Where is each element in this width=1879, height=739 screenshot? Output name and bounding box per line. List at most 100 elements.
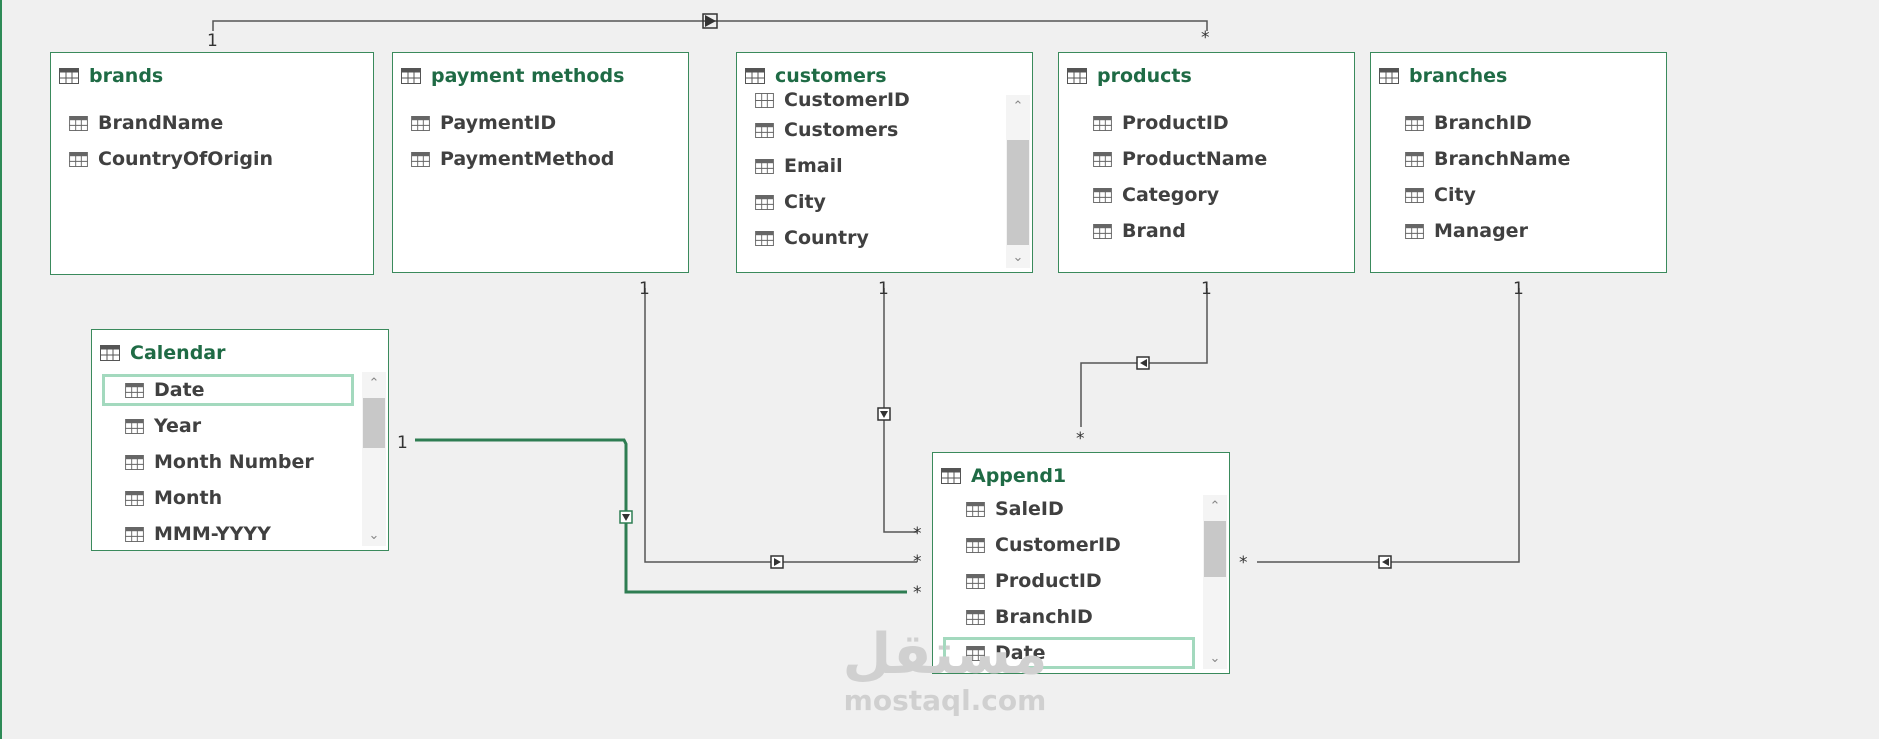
field-year[interactable]: Year bbox=[125, 410, 201, 442]
field-label: City bbox=[1434, 184, 1476, 206]
table-append1-header[interactable]: Append1 bbox=[941, 463, 1066, 489]
table-customers[interactable]: customers CustomerID Customers Email Cit… bbox=[736, 52, 1033, 273]
table-brands-header[interactable]: brands bbox=[59, 63, 163, 89]
table-append1-fields: SaleID CustomerID ProductID BranchID Dat… bbox=[933, 493, 1201, 673]
field-label: MMM-YYYY bbox=[154, 523, 271, 545]
column-icon bbox=[69, 151, 88, 167]
field-saleid[interactable]: SaleID bbox=[966, 493, 1064, 525]
field-label: Brand bbox=[1122, 220, 1186, 242]
field-date-selected[interactable]: Date bbox=[943, 637, 1195, 669]
append1-scrollbar[interactable]: ⌃ ⌄ bbox=[1203, 495, 1227, 669]
field-brand[interactable]: Brand bbox=[1093, 215, 1186, 247]
table-brands-title: brands bbox=[89, 65, 164, 87]
rel-branches-arrow bbox=[1382, 558, 1389, 566]
table-calendar-header[interactable]: Calendar bbox=[100, 340, 225, 366]
table-branches[interactable]: branches BranchID BranchName City Manage… bbox=[1370, 52, 1667, 273]
table-products[interactable]: products ProductID ProductName Category … bbox=[1058, 52, 1355, 273]
column-icon bbox=[1405, 223, 1424, 239]
scroll-thumb[interactable] bbox=[363, 398, 385, 448]
column-icon bbox=[966, 501, 985, 517]
scroll-down-icon[interactable]: ⌄ bbox=[1012, 249, 1024, 265]
field-month-number[interactable]: Month Number bbox=[125, 446, 314, 478]
scroll-up-icon[interactable]: ⌃ bbox=[368, 375, 380, 391]
rel-calendar-append-line[interactable] bbox=[415, 438, 907, 594]
table-customers-header[interactable]: customers bbox=[745, 63, 887, 89]
table-products-header[interactable]: products bbox=[1067, 63, 1192, 89]
rel-products-append-many-label: * bbox=[1076, 429, 1085, 449]
field-paymentmethod[interactable]: PaymentMethod bbox=[411, 143, 614, 175]
table-append1[interactable]: Append1 SaleID CustomerID ProductID Bran… bbox=[932, 452, 1230, 674]
field-label: ProductName bbox=[1122, 148, 1268, 170]
field-label: Year bbox=[154, 415, 202, 437]
column-icon bbox=[125, 454, 144, 470]
field-month[interactable]: Month bbox=[125, 482, 222, 514]
table-branches-header[interactable]: branches bbox=[1379, 63, 1507, 89]
column-icon bbox=[755, 122, 774, 138]
field-date-selected[interactable]: Date bbox=[102, 374, 354, 406]
column-icon bbox=[755, 194, 774, 210]
field-city[interactable]: City bbox=[1405, 179, 1476, 211]
table-customers-fields: CustomerID Customers Email City Country bbox=[737, 89, 1004, 272]
rel-customers-one-label: 1 bbox=[878, 279, 889, 299]
rel-calendar-one-label: 1 bbox=[397, 433, 408, 453]
field-mmm-yyyy[interactable]: MMM-YYYY bbox=[125, 518, 271, 550]
column-icon bbox=[1405, 115, 1424, 131]
table-calendar-title: Calendar bbox=[130, 342, 226, 364]
column-icon bbox=[755, 92, 774, 108]
field-email[interactable]: Email bbox=[755, 150, 843, 182]
scroll-down-icon[interactable]: ⌄ bbox=[368, 527, 380, 543]
scroll-thumb[interactable] bbox=[1007, 140, 1029, 245]
scroll-up-icon[interactable]: ⌃ bbox=[1209, 498, 1221, 514]
field-countryoforigin[interactable]: CountryOfOrigin bbox=[69, 143, 273, 175]
rel-customers-append-line[interactable] bbox=[883, 288, 917, 533]
field-label: SaleID bbox=[995, 498, 1064, 520]
customers-scrollbar[interactable]: ⌃ ⌄ bbox=[1006, 95, 1030, 268]
field-customerid[interactable]: CustomerID bbox=[966, 529, 1121, 561]
scroll-up-icon[interactable]: ⌃ bbox=[1012, 98, 1024, 114]
field-productid[interactable]: ProductID bbox=[1093, 107, 1229, 139]
table-payment-methods-header[interactable]: payment methods bbox=[401, 63, 624, 89]
field-branchid[interactable]: BranchID bbox=[966, 601, 1093, 633]
rel-branches-one-label: 1 bbox=[1513, 279, 1524, 299]
table-brands[interactable]: brands BrandName CountryOfOrigin bbox=[50, 52, 374, 275]
field-customers[interactable]: Customers bbox=[755, 114, 898, 146]
field-label: Month Number bbox=[154, 451, 314, 473]
field-label: CountryOfOrigin bbox=[98, 148, 273, 170]
field-productname[interactable]: ProductName bbox=[1093, 143, 1267, 175]
rel-customers-many-label: * bbox=[913, 524, 922, 544]
table-products-title: products bbox=[1097, 65, 1192, 87]
field-label: BranchName bbox=[1434, 148, 1571, 170]
field-branchid[interactable]: BranchID bbox=[1405, 107, 1532, 139]
table-icon bbox=[745, 68, 765, 84]
table-payment-methods[interactable]: payment methods PaymentID PaymentMethod bbox=[392, 52, 689, 273]
rel-payment-arrow bbox=[774, 558, 781, 566]
field-label: BrandName bbox=[98, 112, 224, 134]
field-label: Month bbox=[154, 487, 223, 509]
table-append1-title: Append1 bbox=[971, 465, 1067, 487]
field-country[interactable]: Country bbox=[755, 222, 869, 254]
rel-products-many-label: * bbox=[1201, 28, 1210, 48]
scroll-thumb[interactable] bbox=[1204, 521, 1226, 577]
table-brands-fields: BrandName CountryOfOrigin bbox=[51, 105, 373, 274]
field-customerid-partial[interactable]: CustomerID bbox=[755, 87, 910, 113]
rel-payment-append-line[interactable] bbox=[644, 288, 917, 563]
scroll-down-icon[interactable]: ⌄ bbox=[1209, 650, 1221, 666]
field-paymentid[interactable]: PaymentID bbox=[411, 107, 556, 139]
calendar-scrollbar[interactable]: ⌃ ⌄ bbox=[362, 372, 386, 546]
field-category[interactable]: Category bbox=[1093, 179, 1219, 211]
field-label: BranchID bbox=[995, 606, 1093, 628]
column-icon bbox=[966, 537, 985, 553]
field-label: Date bbox=[154, 379, 205, 401]
table-calendar[interactable]: Calendar Date Year Month Number Month MM… bbox=[91, 329, 389, 551]
field-brandname[interactable]: BrandName bbox=[69, 107, 223, 139]
field-city[interactable]: City bbox=[755, 186, 826, 218]
table-icon bbox=[100, 345, 120, 361]
rel-products-one-label: 1 bbox=[1201, 279, 1212, 299]
field-productid[interactable]: ProductID bbox=[966, 565, 1102, 597]
field-branchname[interactable]: BranchName bbox=[1405, 143, 1570, 175]
table-icon bbox=[941, 468, 961, 484]
field-manager[interactable]: Manager bbox=[1405, 215, 1528, 247]
rel-branches-append-line[interactable] bbox=[1257, 288, 1520, 563]
field-label: CustomerID bbox=[784, 89, 910, 111]
